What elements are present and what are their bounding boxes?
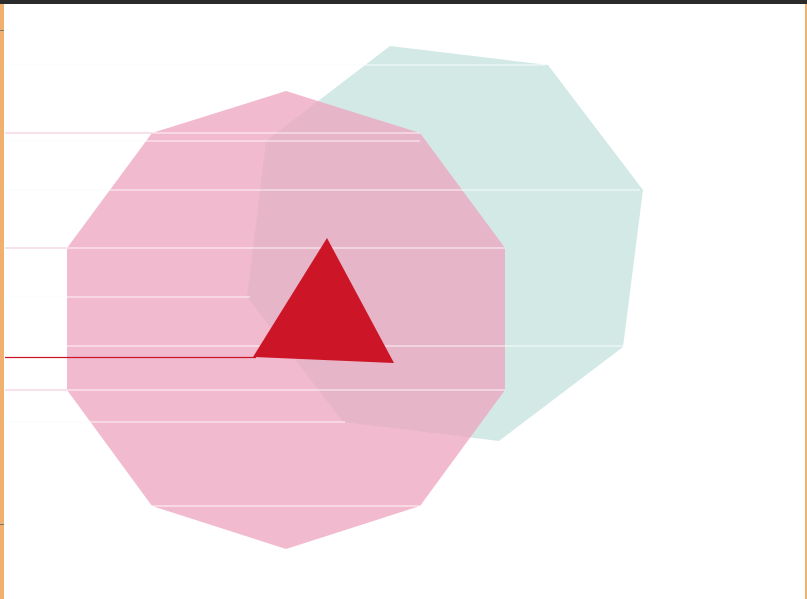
- red-triangle: [253, 238, 394, 363]
- window-top-border: [0, 0, 807, 4]
- white-guide-lines: [5, 64, 640, 507]
- left-edge-notch: [0, 30, 4, 31]
- left-edge-border: [0, 4, 4, 599]
- left-edge-notch: [0, 524, 4, 525]
- right-edge-border: [805, 4, 807, 599]
